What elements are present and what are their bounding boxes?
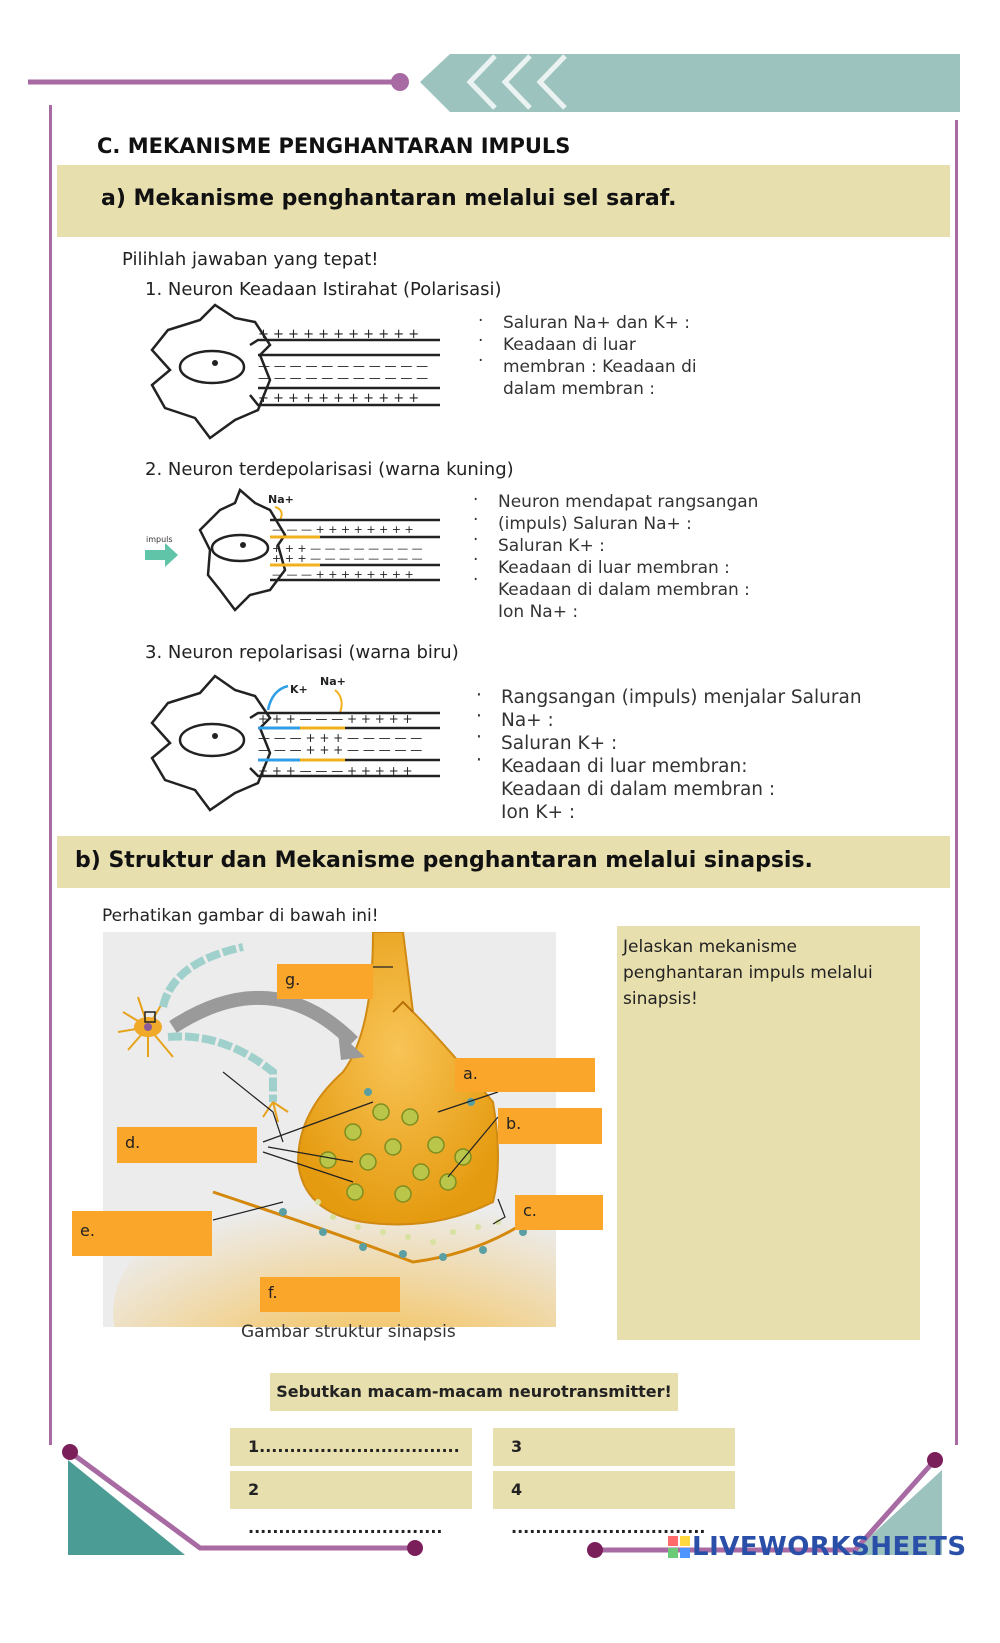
label-d: d.	[125, 1133, 140, 1152]
item-2-line: Keadaan di dalam membran :	[498, 579, 803, 601]
neurotransmitter-prompt-box: Sebutkan macam-macam neurotransmitter!	[270, 1373, 678, 1411]
charge-row: + + + — — — — — — — —	[272, 552, 423, 565]
charge-row: + + + — — — + + + + +	[258, 764, 413, 778]
part-b-instruction: Perhatikan gambar di bawah ini!	[102, 906, 379, 926]
neurotransmitter-prompt: Sebutkan macam-macam neurotransmitter!	[276, 1382, 672, 1401]
label-g-field[interactable]: g.	[277, 964, 373, 999]
part-a-title: a) Mekanisme penghantaran melalui sel sa…	[101, 186, 677, 211]
label-e-field[interactable]: e.	[72, 1211, 212, 1256]
explanation-prompt: Jelaskan mekanisme penghantaran impuls m…	[617, 926, 920, 1020]
item-3-line: Saluran K+ :	[501, 732, 876, 755]
item-3-line: Na+ :	[501, 709, 876, 732]
neuron-depolarization-diagram: impuls Na+ — — — + + + + + + + + + + + —…	[140, 485, 450, 615]
item-3-line: Keadaan di dalam membran :	[501, 778, 876, 801]
label-g: g.	[285, 970, 300, 989]
item-2-line: Neuron mendapat rangsangan	[498, 491, 803, 513]
top-banner-graphic	[0, 40, 1000, 130]
right-frame-line	[955, 120, 958, 1445]
item-1-answers: · · · Saluran Na+ dan K+ : Keadaan di lu…	[478, 312, 778, 400]
synapse-caption: Gambar struktur sinapsis	[241, 1322, 456, 1342]
item-3-line: Ion K+ :	[501, 801, 876, 824]
item-1-line: Keadaan di luar	[503, 334, 778, 356]
logo-icon	[668, 1536, 690, 1558]
item-2-title: 2. Neuron terdepolarisasi (warna kuning)	[145, 459, 514, 480]
item-3-title: 3. Neuron repolarisasi (warna biru)	[145, 642, 459, 663]
label-f: f.	[268, 1283, 278, 1302]
label-f-field[interactable]: f.	[260, 1277, 400, 1312]
neuron-polarization-diagram: + + + + + + + + + + + — — — — — — — — — …	[140, 300, 450, 445]
logo-text: LIVEWORKSHEETS	[692, 1532, 967, 1562]
item-1-title: 1. Neuron Keadaan Istirahat (Polarisasi)	[145, 279, 502, 300]
item-2-line: Ion Na+ :	[498, 601, 803, 623]
charge-row: — — — + + + + + + + +	[272, 568, 414, 581]
label-a: a.	[463, 1064, 478, 1083]
charge-row: — — — + + + — — — — —	[258, 743, 422, 757]
part-a-instruction: Pilihlah jawaban yang tepat!	[122, 249, 379, 270]
neuron-repolarization-diagram: K+ Na+ + + + — — — + + + + + — — — + + +…	[140, 668, 450, 813]
minus-row: — — — — — — — — — — —	[258, 371, 428, 385]
item-2-answers: · · · · · Neuron mendapat rangsangan (im…	[473, 491, 803, 623]
part-b-header: b) Struktur dan Mekanisme penghantaran m…	[57, 836, 950, 888]
label-c-field[interactable]: c.	[515, 1195, 603, 1230]
part-b-title: b) Struktur dan Mekanisme penghantaran m…	[75, 848, 813, 873]
plus-row: + + + + + + + + + + +	[258, 327, 419, 342]
plus-row: + + + + + + + + + + +	[258, 391, 419, 406]
item-1-line: Saluran Na+ dan K+ :	[503, 312, 778, 334]
k-label: K+	[290, 683, 308, 696]
item-3-line: Keadaan di luar membran:	[501, 755, 876, 778]
item-3-line: Rangsangan (impuls) menjalar Saluran	[501, 686, 876, 709]
explanation-box[interactable]: Jelaskan mekanisme penghantaran impuls m…	[617, 926, 920, 1340]
item-2-line: Keadaan di luar membran :	[498, 557, 803, 579]
item-1-line: dalam membran :	[503, 378, 778, 400]
item-2-line: Saluran K+ :	[498, 535, 803, 557]
charge-row: + + + — — — + + + + +	[258, 712, 413, 726]
impuls-label: impuls	[146, 535, 173, 544]
label-b: b.	[506, 1114, 521, 1133]
item-1-line: membran : Keadaan di	[503, 356, 778, 378]
part-a-header: a) Mekanisme penghantaran melalui sel sa…	[57, 165, 950, 237]
top-decoration	[0, 40, 1000, 130]
left-frame-line	[49, 105, 52, 1445]
label-c: c.	[523, 1201, 537, 1220]
label-e: e.	[80, 1221, 95, 1240]
label-a-field[interactable]: a.	[455, 1058, 595, 1092]
label-d-field[interactable]: d.	[117, 1127, 257, 1163]
na-label: Na+	[268, 493, 294, 506]
na-label: Na+	[320, 675, 346, 688]
label-b-field[interactable]: b.	[498, 1108, 602, 1144]
charge-row: — — — + + + + + + + +	[272, 523, 414, 536]
item-3-answers: · · · · Rangsangan (impuls) menjalar Sal…	[476, 686, 876, 824]
section-title: C. MEKANISME PENGHANTARAN IMPULS	[97, 134, 570, 158]
item-2-line: (impuls) Saluran Na+ :	[498, 513, 803, 535]
